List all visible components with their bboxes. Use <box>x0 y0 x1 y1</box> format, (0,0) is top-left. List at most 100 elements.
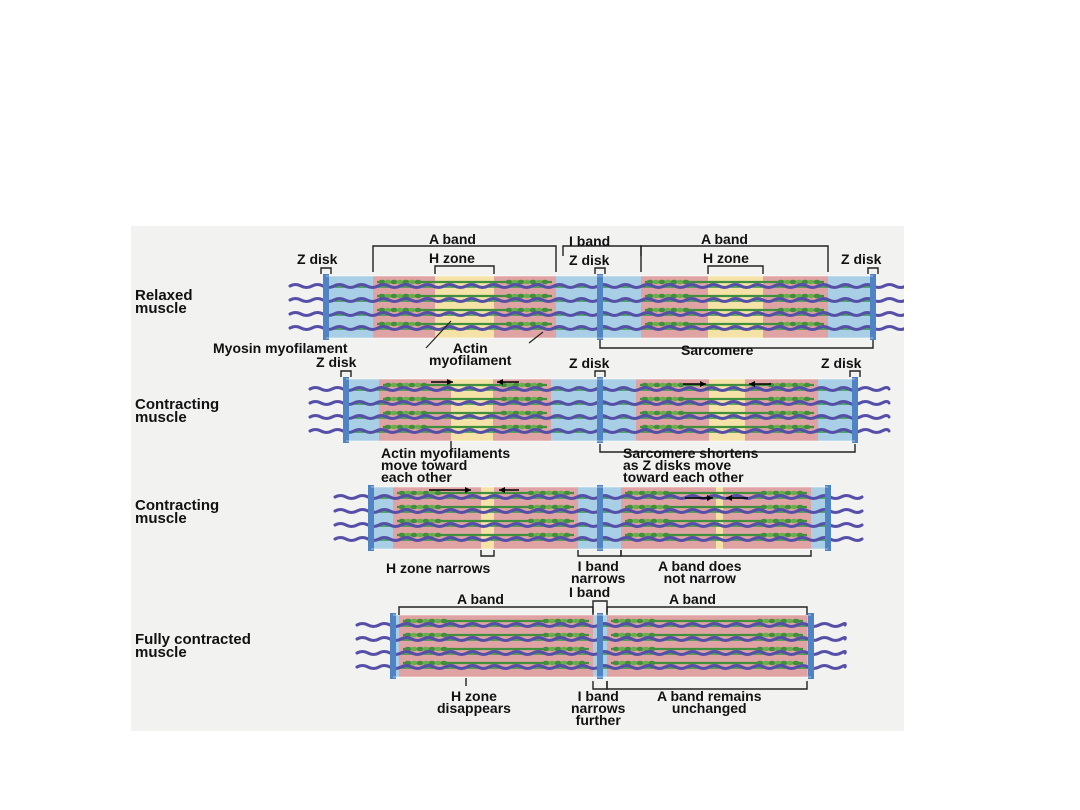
i-band-bracket <box>592 600 608 613</box>
myosin-heads <box>789 293 797 299</box>
myosin-heads <box>434 518 442 524</box>
myosin-heads <box>785 382 793 388</box>
myosin-heads <box>638 504 646 510</box>
myosin-heads <box>647 396 655 402</box>
myosin-heads <box>813 307 821 313</box>
myosin-heads <box>517 321 525 327</box>
myosin-heads <box>500 396 508 402</box>
titin-wavy-line <box>288 311 904 317</box>
motion-arrow <box>447 379 453 385</box>
myosin-heads <box>762 646 770 652</box>
motion-arrow <box>497 379 503 385</box>
myosin-myofilament-label: Myosin myofilament <box>213 340 348 356</box>
myosin-heads <box>647 410 655 416</box>
myosin-heads <box>767 410 775 416</box>
motion-arrow <box>700 381 706 387</box>
myosin-heads <box>527 518 535 524</box>
myosin-heads <box>630 646 638 652</box>
a-band-bracket <box>398 606 594 615</box>
row2-z-disk-label-right: Z disk <box>821 355 862 371</box>
myosin-heads <box>551 518 559 524</box>
myosin-heads <box>653 382 661 388</box>
myosin-heads <box>653 410 661 416</box>
row2-z-disk-label-mid: Z disk <box>569 355 610 371</box>
myosin-heads <box>783 279 791 285</box>
myosin-heads <box>536 410 544 416</box>
myosin-heads <box>408 424 416 430</box>
myosin-heads <box>632 490 640 496</box>
myosin-heads <box>524 382 532 388</box>
actin-move-label: Actin myofilaments move toward each othe… <box>381 445 511 485</box>
myosin-heads <box>682 293 690 299</box>
myosin-heads <box>500 410 508 416</box>
myosin-heads <box>408 410 416 416</box>
myosin-heads <box>505 279 513 285</box>
h-zone-region <box>481 487 494 549</box>
myosin-heads <box>541 293 549 299</box>
myosin-heads <box>653 396 661 402</box>
myosin-heads <box>396 307 404 313</box>
myosin-heads <box>632 532 640 538</box>
myosin-heads <box>767 396 775 402</box>
myosin-heads <box>416 490 424 496</box>
myosin-heads <box>772 518 780 524</box>
myosin-heads <box>572 646 580 652</box>
myosin-heads <box>766 490 774 496</box>
myosin-heads <box>813 279 821 285</box>
myosin-heads <box>807 307 815 313</box>
myosin-heads <box>789 321 797 327</box>
myosin-heads <box>662 518 670 524</box>
myosin-heads <box>662 490 670 496</box>
myosin-heads <box>779 410 787 416</box>
myosin-heads <box>529 293 537 299</box>
myosin-heads <box>652 307 660 313</box>
myosin-heads <box>384 321 392 327</box>
titin-wavy-line <box>355 622 847 628</box>
myosin-heads <box>670 293 678 299</box>
myosin-heads <box>786 660 794 666</box>
myosin-heads <box>416 646 424 652</box>
myosin-heads <box>384 279 392 285</box>
myosin-heads <box>618 646 626 652</box>
myosin-heads <box>518 382 526 388</box>
myosin-heads <box>539 504 547 510</box>
myosin-heads <box>414 321 422 327</box>
myosin-heads <box>414 293 422 299</box>
myosin-heads <box>779 424 787 430</box>
row1-h-zone-label-left: H zone <box>429 250 475 266</box>
myosin-heads <box>410 504 418 510</box>
myosin-heads <box>414 279 422 285</box>
myosin-heads <box>524 396 532 402</box>
z-disk-bracket <box>849 370 861 377</box>
myosin-heads <box>390 321 398 327</box>
z-disk <box>870 274 876 340</box>
row4-a-band-label-left: A band <box>457 591 504 607</box>
myosin-heads <box>762 632 770 638</box>
myosin-heads <box>384 396 392 402</box>
myosin-heads <box>656 490 664 496</box>
myosin-heads <box>803 410 811 416</box>
z-disk <box>597 377 603 443</box>
myosin-heads <box>656 532 664 538</box>
myosin-heads <box>682 307 690 313</box>
myosin-heads <box>396 321 404 327</box>
myosin-heads <box>551 504 559 510</box>
motion-arrow <box>749 381 755 387</box>
motion-arrow <box>707 495 713 501</box>
myosin-heads <box>659 396 667 402</box>
myosin-heads <box>390 424 398 430</box>
myosin-heads <box>398 490 406 496</box>
row1-a-band-label-left: A band <box>429 231 476 247</box>
myosin-heads <box>408 321 416 327</box>
a-band-bracket <box>372 245 557 272</box>
h-zone-disappears-label: H zone disappears <box>437 688 511 716</box>
actin-myofilament-label: Actin myofilament <box>429 340 512 368</box>
myosin-heads <box>636 660 644 666</box>
myosin-heads <box>638 518 646 524</box>
myosin-heads <box>545 518 553 524</box>
myosin-heads <box>434 660 442 666</box>
myosin-heads <box>398 518 406 524</box>
myosin-heads <box>670 321 678 327</box>
myosin-heads <box>390 382 398 388</box>
myosin-heads <box>563 504 571 510</box>
